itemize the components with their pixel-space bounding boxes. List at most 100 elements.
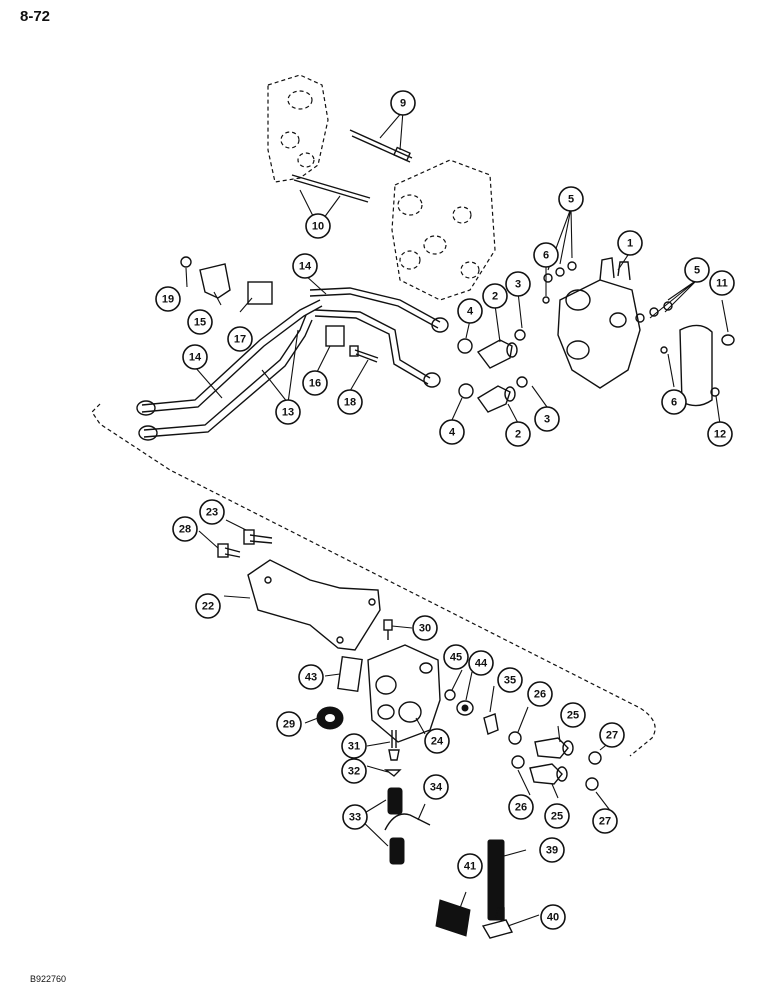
callout-circle bbox=[661, 389, 687, 415]
callout-circle bbox=[276, 711, 302, 737]
leader-lines bbox=[185, 110, 729, 927]
callout-2: 2 bbox=[505, 421, 531, 447]
plug-44-fitting-35 bbox=[444, 689, 499, 735]
plug-29 bbox=[316, 706, 344, 730]
callout-circle bbox=[508, 794, 534, 820]
callout-circle bbox=[390, 90, 416, 116]
callout-number: 14 bbox=[299, 261, 312, 273]
callout-44: 44 bbox=[468, 650, 494, 676]
callout-circle bbox=[182, 344, 208, 370]
callout-circle bbox=[172, 516, 198, 542]
callout-number: 14 bbox=[189, 352, 202, 364]
sleeve-11-12 bbox=[679, 324, 735, 407]
callout-circle bbox=[539, 837, 565, 863]
orings-3-4 bbox=[457, 329, 528, 399]
callout-11: 11 bbox=[709, 270, 735, 296]
callout-number: 4 bbox=[467, 306, 474, 318]
callout-9: 9 bbox=[390, 90, 416, 116]
callout-14: 14 bbox=[182, 344, 208, 370]
callout-6: 6 bbox=[533, 242, 559, 268]
hose-fittings-25 bbox=[529, 737, 574, 785]
callout-number: 26 bbox=[515, 802, 527, 814]
bolts-23-28 bbox=[217, 529, 273, 558]
callout-1: 1 bbox=[617, 230, 643, 256]
callout-circle bbox=[443, 644, 469, 670]
callout-circle bbox=[505, 421, 531, 447]
callout-circle bbox=[305, 213, 331, 239]
hose-39 bbox=[487, 839, 505, 921]
callout-circle bbox=[468, 650, 494, 676]
orings-6 bbox=[542, 296, 668, 354]
clip-34 bbox=[384, 813, 431, 831]
callout-12: 12 bbox=[707, 421, 733, 447]
callout-number: 25 bbox=[567, 710, 579, 722]
callout-circle bbox=[302, 370, 328, 396]
callout-number: 32 bbox=[348, 766, 360, 778]
callout-circle bbox=[341, 758, 367, 784]
elbow-fittings-2 bbox=[476, 339, 518, 413]
callout-number: 16 bbox=[309, 378, 321, 390]
callout-number: 30 bbox=[419, 623, 431, 635]
callout-circle bbox=[505, 271, 531, 297]
callout-28: 28 bbox=[172, 516, 198, 542]
tee-fitting-40 bbox=[481, 907, 514, 939]
callout-2: 2 bbox=[482, 283, 508, 309]
bracket-22 bbox=[247, 559, 381, 651]
callout-circle bbox=[424, 728, 450, 754]
callout-circle bbox=[187, 309, 213, 335]
callout-number: 29 bbox=[283, 719, 295, 731]
tie-rod-10 bbox=[291, 174, 371, 203]
callout-number: 3 bbox=[515, 279, 521, 291]
ghost-valve-body-upper bbox=[267, 74, 329, 183]
callout-25: 25 bbox=[560, 702, 586, 728]
hydraulic-tubes-13-14 bbox=[136, 287, 449, 441]
seal-rings-5 bbox=[543, 261, 673, 323]
callout-number: 9 bbox=[400, 98, 406, 110]
callout-circle bbox=[439, 419, 465, 445]
figure-code: B922760 bbox=[30, 974, 67, 984]
callout-circle bbox=[199, 499, 225, 525]
tie-rod-9 bbox=[349, 129, 413, 163]
callout-39: 39 bbox=[539, 837, 565, 863]
callout-number: 6 bbox=[671, 397, 677, 409]
callout-16: 16 bbox=[302, 370, 328, 396]
callout-26: 26 bbox=[527, 681, 553, 707]
callout-circle bbox=[709, 270, 735, 296]
control-valve-1 bbox=[557, 257, 641, 389]
gasket-43 bbox=[337, 655, 363, 693]
callout-circle bbox=[275, 399, 301, 425]
callout-circle bbox=[155, 286, 181, 312]
callout-number: 27 bbox=[606, 730, 618, 742]
callout-number: 24 bbox=[431, 736, 444, 748]
callout-number: 10 bbox=[312, 221, 324, 233]
callout-number: 2 bbox=[492, 291, 498, 303]
callout-circle bbox=[544, 803, 570, 829]
callout-number: 12 bbox=[714, 429, 726, 441]
callout-number: 28 bbox=[179, 524, 191, 536]
callout-circle bbox=[527, 681, 553, 707]
callout-18: 18 bbox=[337, 389, 363, 415]
callout-15: 15 bbox=[187, 309, 213, 335]
hose-sleeves-33 bbox=[387, 787, 405, 865]
callout-4: 4 bbox=[439, 419, 465, 445]
callout-number: 40 bbox=[547, 912, 559, 924]
callout-circle bbox=[298, 664, 324, 690]
callout-circle bbox=[533, 242, 559, 268]
callout-number: 18 bbox=[344, 397, 356, 409]
callout-number: 43 bbox=[305, 672, 317, 684]
callout-circle bbox=[592, 808, 618, 834]
callout-circle bbox=[534, 406, 560, 432]
clamps-brackets-15-17-16 bbox=[180, 256, 345, 347]
callout-circle bbox=[707, 421, 733, 447]
callout-3: 3 bbox=[534, 406, 560, 432]
callout-number: 45 bbox=[450, 652, 462, 664]
callout-27: 27 bbox=[599, 722, 625, 748]
callout-34: 34 bbox=[423, 774, 449, 800]
orings-26-27 bbox=[508, 731, 602, 791]
check-valve-31-32 bbox=[383, 730, 402, 777]
callout-number: 22 bbox=[202, 601, 214, 613]
callout-number: 33 bbox=[349, 812, 361, 824]
callout-24: 24 bbox=[424, 728, 450, 754]
